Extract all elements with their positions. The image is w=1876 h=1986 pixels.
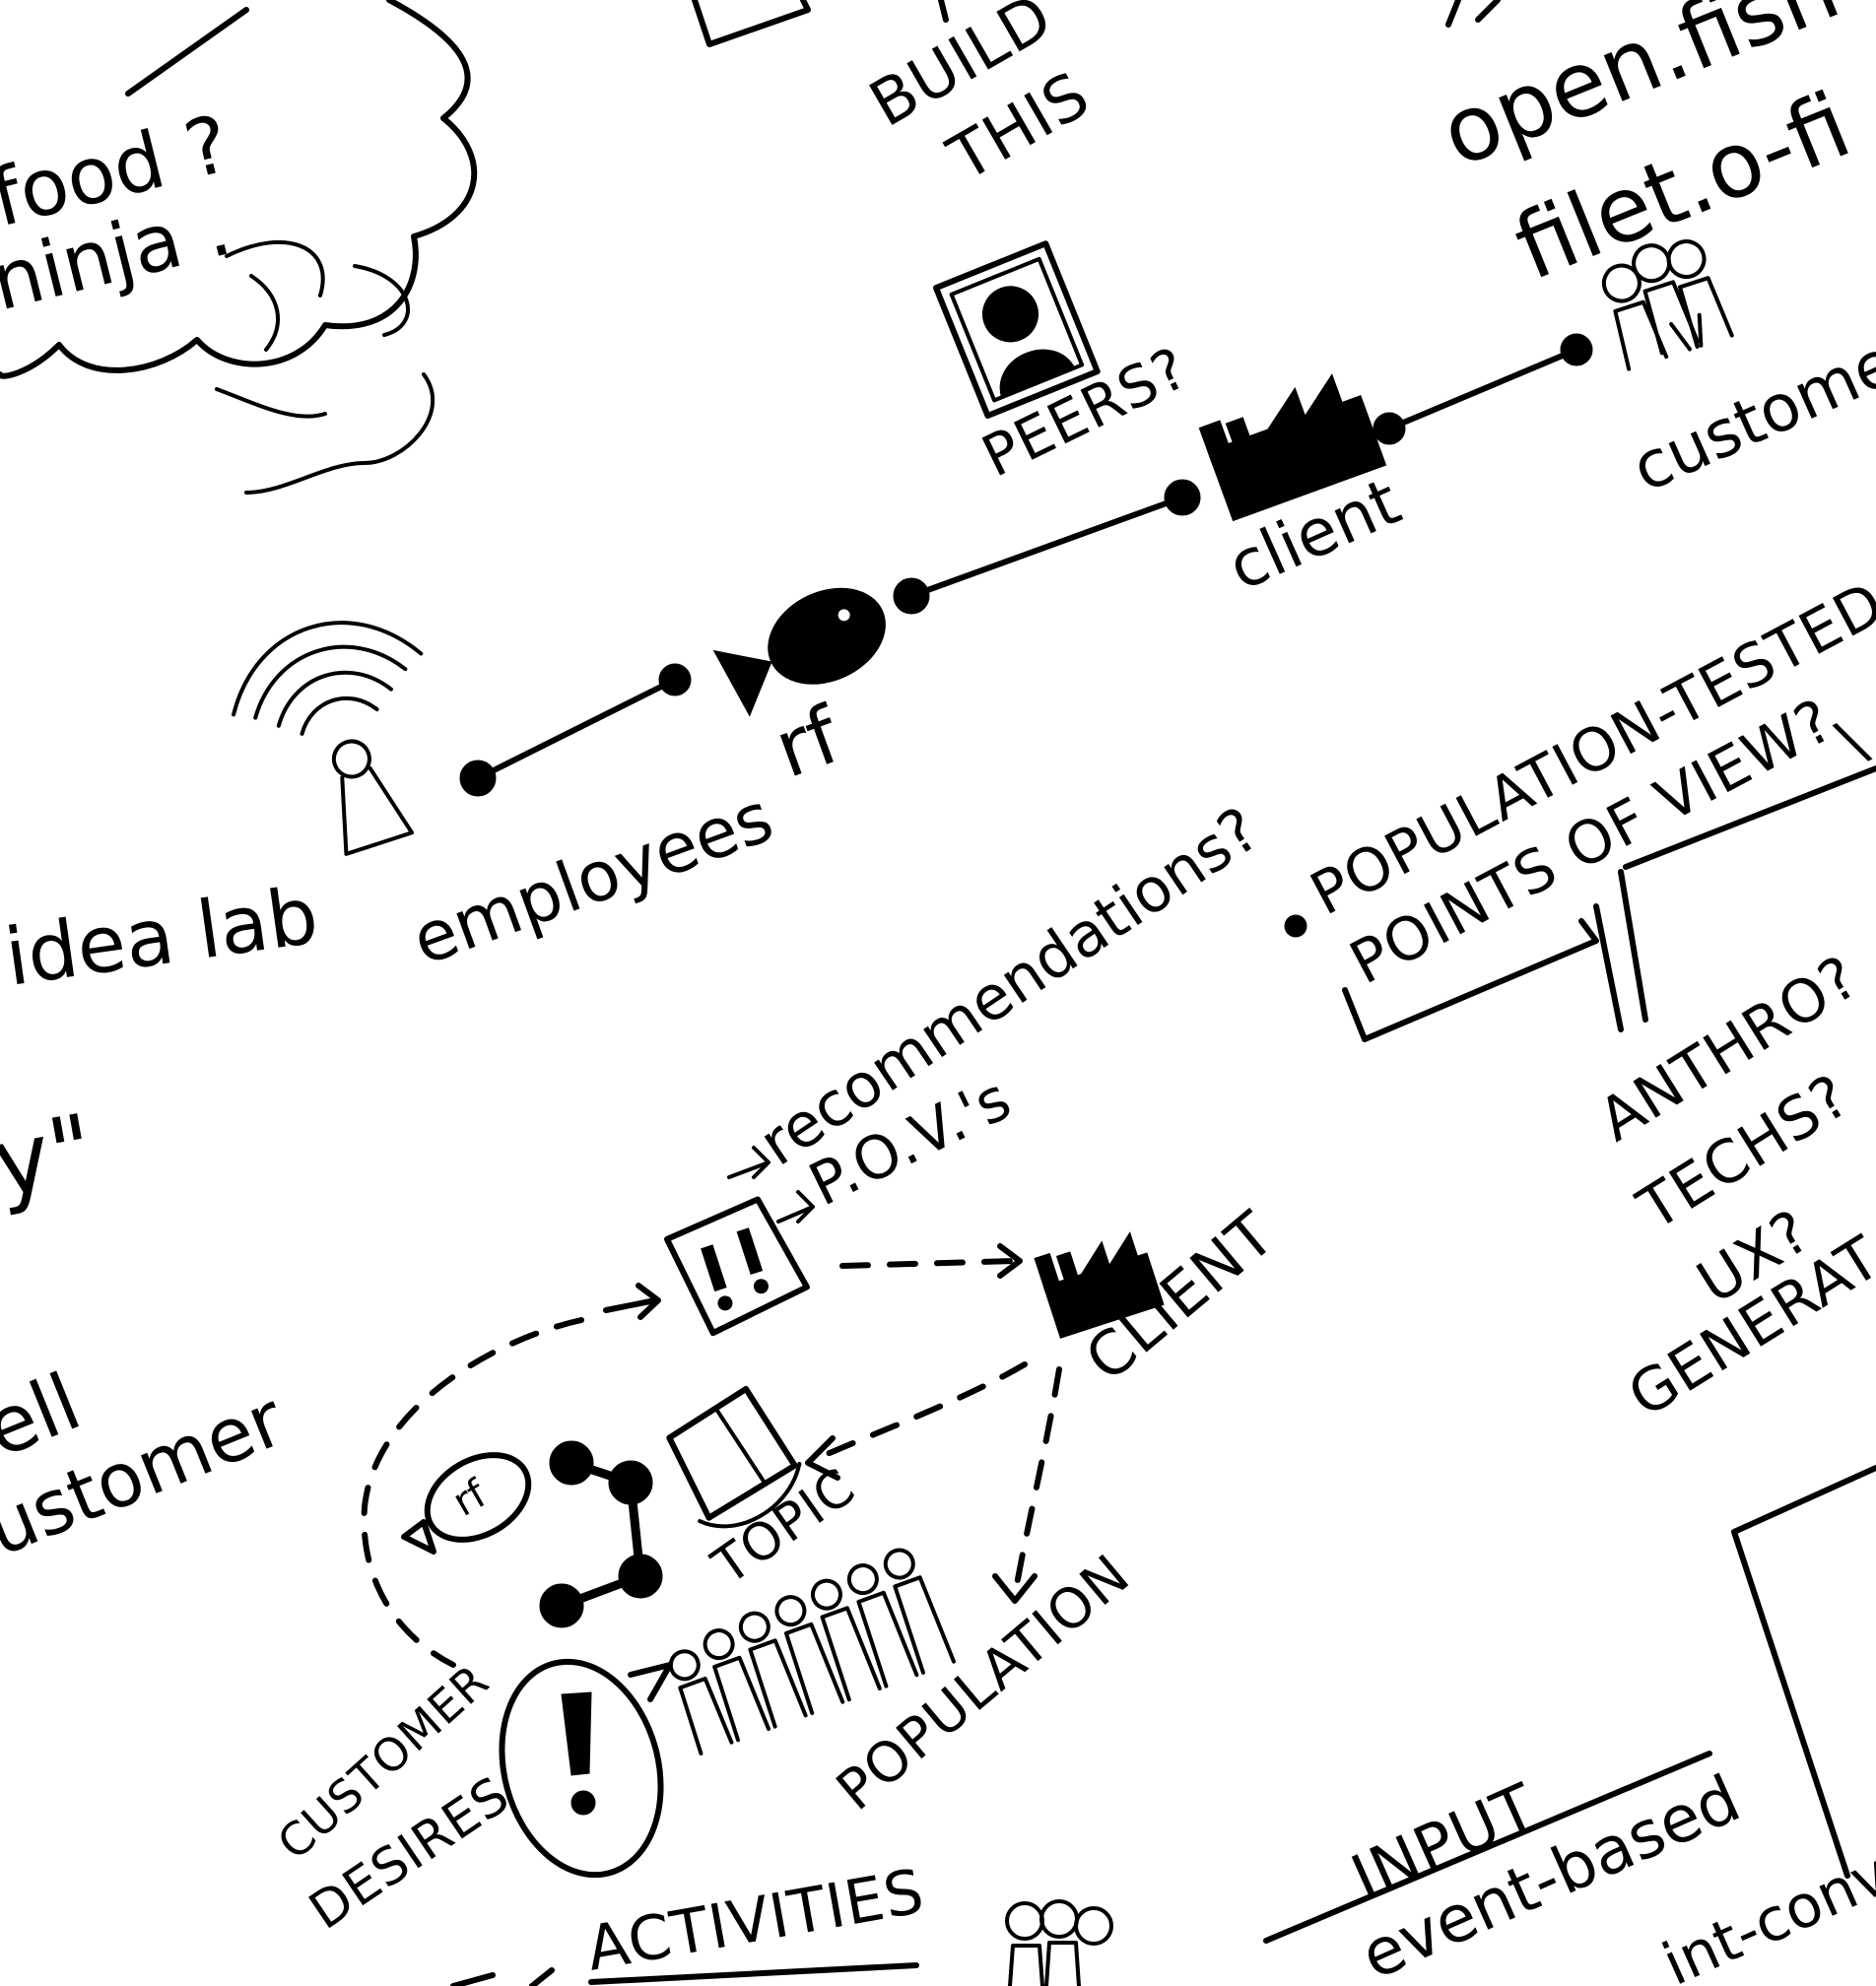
rf-label: rf: [764, 689, 853, 796]
client-factory-icon: [1198, 373, 1387, 522]
fish-icon: [712, 587, 886, 717]
population-crowd-icon: [668, 1548, 956, 1755]
arrow-to-povs: [776, 1190, 815, 1224]
broadcast-tower-icon: [232, 621, 424, 856]
alert-sign-icon: [663, 1196, 810, 1337]
topic-book-icon: [666, 1385, 802, 1529]
pov-bracket: [1342, 765, 1876, 1042]
employees-label: employees: [402, 776, 783, 981]
event-conv-label: int-conv: [1653, 1839, 1876, 1986]
population-label: POPULATION: [825, 1543, 1142, 1823]
bullet-dot: [1284, 914, 1307, 938]
feedback-loop-dashed: [361, 1243, 1062, 1668]
customers-group-icon: [1601, 239, 1734, 371]
small-crowd-icon: [1005, 1899, 1113, 1986]
build-frame-icon: [692, 0, 949, 47]
quote-fragment: y": [0, 1093, 101, 1220]
arrow-to-recommendations: [727, 1146, 770, 1179]
fish-outline-icon: rf: [401, 1452, 532, 1555]
peers-label: PEERS?: [972, 334, 1197, 491]
svg-text:rf: rf: [445, 1471, 495, 1526]
client-bottom-factory-icon: [1034, 1231, 1165, 1339]
customers-label: customers: [1621, 299, 1876, 507]
idea-lab-label: idea lab: [0, 869, 323, 1003]
thought-cloud: [0, 0, 478, 495]
value-chain-connectors: [459, 333, 1593, 797]
peers-portrait-icon: [933, 240, 1101, 420]
right-panel-box: [1731, 1465, 1876, 1879]
network-molecule-icon: [539, 1440, 663, 1628]
speech-bubble-icon: [499, 1658, 673, 1879]
